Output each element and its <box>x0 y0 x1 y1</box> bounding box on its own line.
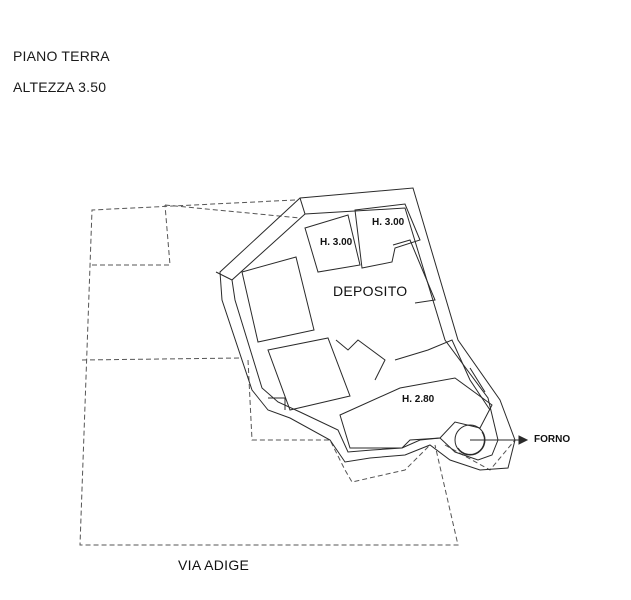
inner-wall-outline <box>231 207 499 461</box>
oven-label: FORNO <box>534 434 571 445</box>
boundary-mid-line <box>81 357 241 361</box>
boundary-left-yard <box>79 199 459 546</box>
ceiling-height-title: ALTEZZA 3.50 <box>13 79 107 95</box>
boundary-lower-steps <box>247 359 431 483</box>
wall-stair <box>268 397 286 410</box>
room-h280 <box>339 377 493 449</box>
wall-deposit-partition <box>335 339 386 381</box>
room-label-h300-right: H. 3.00 <box>372 217 405 228</box>
oven-arc <box>457 431 485 455</box>
room-label-h280: H. 2.80 <box>402 394 435 405</box>
room-h300a <box>304 214 361 273</box>
oven-symbol <box>454 424 529 456</box>
property-boundary <box>79 199 516 546</box>
outer-wall <box>219 187 516 471</box>
street-label: VIA ADIGE <box>178 557 250 573</box>
wall-upper-right-jamb <box>392 239 436 304</box>
wall-door-right <box>469 367 486 393</box>
oven-pointer-arrow <box>518 435 529 445</box>
room-lower-left <box>267 337 351 411</box>
boundary-upper-yard <box>92 204 171 266</box>
room-label-h300-left: H. 3.00 <box>320 237 353 248</box>
room-h300b <box>354 203 421 269</box>
room-label-deposit: DEPOSITO <box>333 283 408 299</box>
boundary-inner-right <box>164 204 301 219</box>
building-walls <box>215 187 516 471</box>
wall-door-top <box>299 197 306 215</box>
floor-title: PIANO TERRA <box>13 48 110 64</box>
wall-h280-partition <box>394 339 491 411</box>
wall-door-left <box>215 271 233 281</box>
room-upper-left <box>241 256 315 343</box>
